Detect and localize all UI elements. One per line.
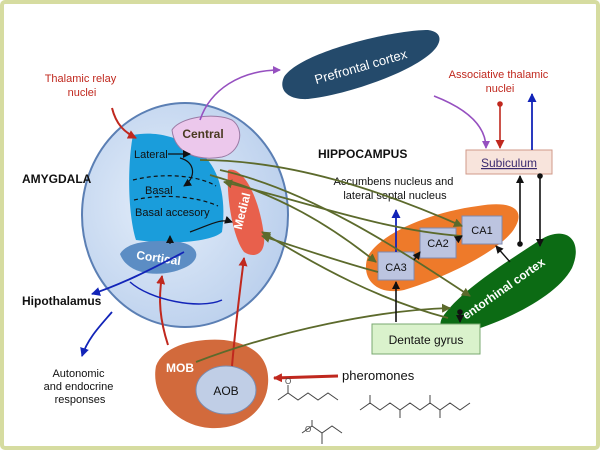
- subiculum-box: [465, 149, 553, 175]
- basal-accessory-divider: [133, 195, 219, 207]
- lateral-label: Lateral: [134, 149, 168, 161]
- molecule-ketone: [277, 385, 339, 401]
- ca3-label: CA3: [385, 262, 406, 274]
- cortical-hypothalamus-arrow: [91, 251, 185, 296]
- lateral-to-basal-arrow: [179, 157, 194, 187]
- entorhinal-ca1-arrow: [495, 245, 511, 263]
- cortical-nucleus-shape: [120, 241, 197, 274]
- molecule-farnesene: [359, 395, 471, 418]
- ca1-label: CA1: [471, 225, 492, 237]
- ca1-amygdala-arrow: [223, 179, 463, 237]
- mob-entorhinal-arrow: [195, 303, 451, 363]
- thalamic-relay-label: Thalamic relay nuclei: [45, 73, 120, 99]
- aob-medial-arrow: [231, 257, 248, 367]
- hipothalamus-label: Hipothalamus: [22, 294, 102, 308]
- molecule-ketone-oxygen: O: [285, 377, 291, 386]
- accumbens-label: Accumbens nucleus and lateral septal nuc…: [334, 176, 457, 202]
- mob-cortical-blue-arrow: [129, 281, 223, 305]
- cortical-nucleus-label: Cortical: [135, 248, 181, 268]
- aob-shape: [195, 365, 257, 415]
- medial-nucleus-shape: [227, 169, 265, 255]
- amygdala-ca3-arrow: [209, 174, 377, 263]
- lateral-basal-complex: [129, 133, 224, 243]
- mob-cortical-arrow: [156, 275, 169, 346]
- lateral-basal-divider: [132, 175, 217, 187]
- dentate-gyrus-box: [371, 323, 481, 355]
- amygdala-label: AMYGDALA: [22, 172, 92, 186]
- amygdala-ca1-arrow: [199, 159, 463, 227]
- ca1-box: [461, 215, 503, 245]
- hypothalamus-autonomic-arrow: [80, 311, 113, 357]
- molecule-aldehyde: [301, 420, 343, 444]
- entorhinal-cortex-shape: [440, 233, 576, 334]
- basal-accessory-label: Basal accesory: [135, 207, 210, 219]
- mob-label: MOB: [166, 361, 194, 375]
- ca2-label: CA2: [427, 238, 448, 250]
- associative-thalamic-label: Associative thalamic nuclei: [449, 69, 552, 95]
- prefrontal-cortex-shape: [282, 30, 440, 100]
- basal-to-medial-arrow: [189, 215, 233, 233]
- aob-label: AOB: [213, 384, 238, 398]
- pheromones-arrow: [273, 373, 339, 383]
- thalamic-lateral-arrow: [111, 107, 137, 139]
- subiculum-label: Subiculum: [481, 156, 537, 170]
- amygdala-entorhinal-arrow: [219, 169, 471, 297]
- autonomic-label: Autonomic and endocrine responses: [44, 368, 117, 406]
- ca3-ca2-arrow: [412, 251, 421, 261]
- central-nucleus-label: Central: [182, 127, 223, 141]
- prefrontal-subiculum-arrow: [433, 95, 490, 149]
- pheromones-label: pheromones: [342, 368, 415, 383]
- basal-label: Basal: [145, 185, 173, 197]
- hippocampus-label: HIPPOCAMPUS: [318, 147, 407, 161]
- molecule-aldehyde-oxygen: O: [305, 425, 311, 434]
- entorhinal-medial-arrow: [261, 231, 449, 319]
- dentate-gyrus-label: Dentate gyrus: [389, 333, 464, 347]
- amygdala-prefrontal-arrow: [199, 66, 281, 121]
- ca2-ca1-arrow: [453, 235, 463, 244]
